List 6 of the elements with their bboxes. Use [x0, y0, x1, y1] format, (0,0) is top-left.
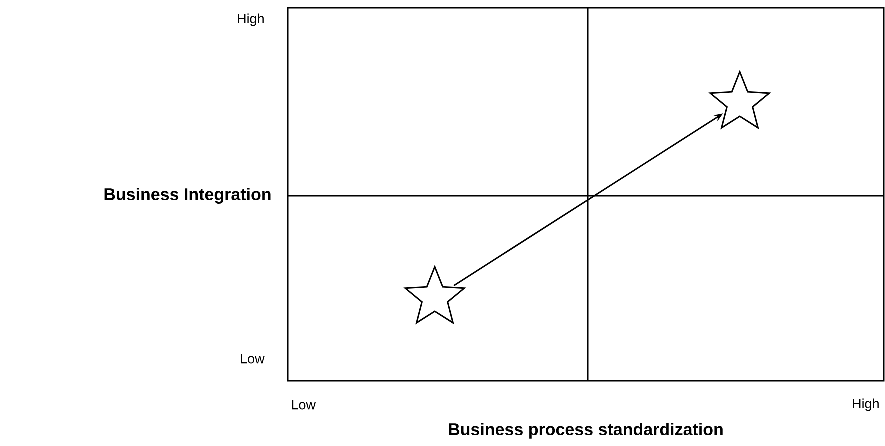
- axis-title: Business Integration: [104, 188, 271, 204]
- axis-title: Business process standardization: [449, 423, 723, 439]
- tick-label: Low: [292, 400, 316, 410]
- tick-label: High: [238, 14, 264, 26]
- tick-label: High: [853, 398, 879, 412]
- tick-label: Low: [241, 354, 265, 364]
